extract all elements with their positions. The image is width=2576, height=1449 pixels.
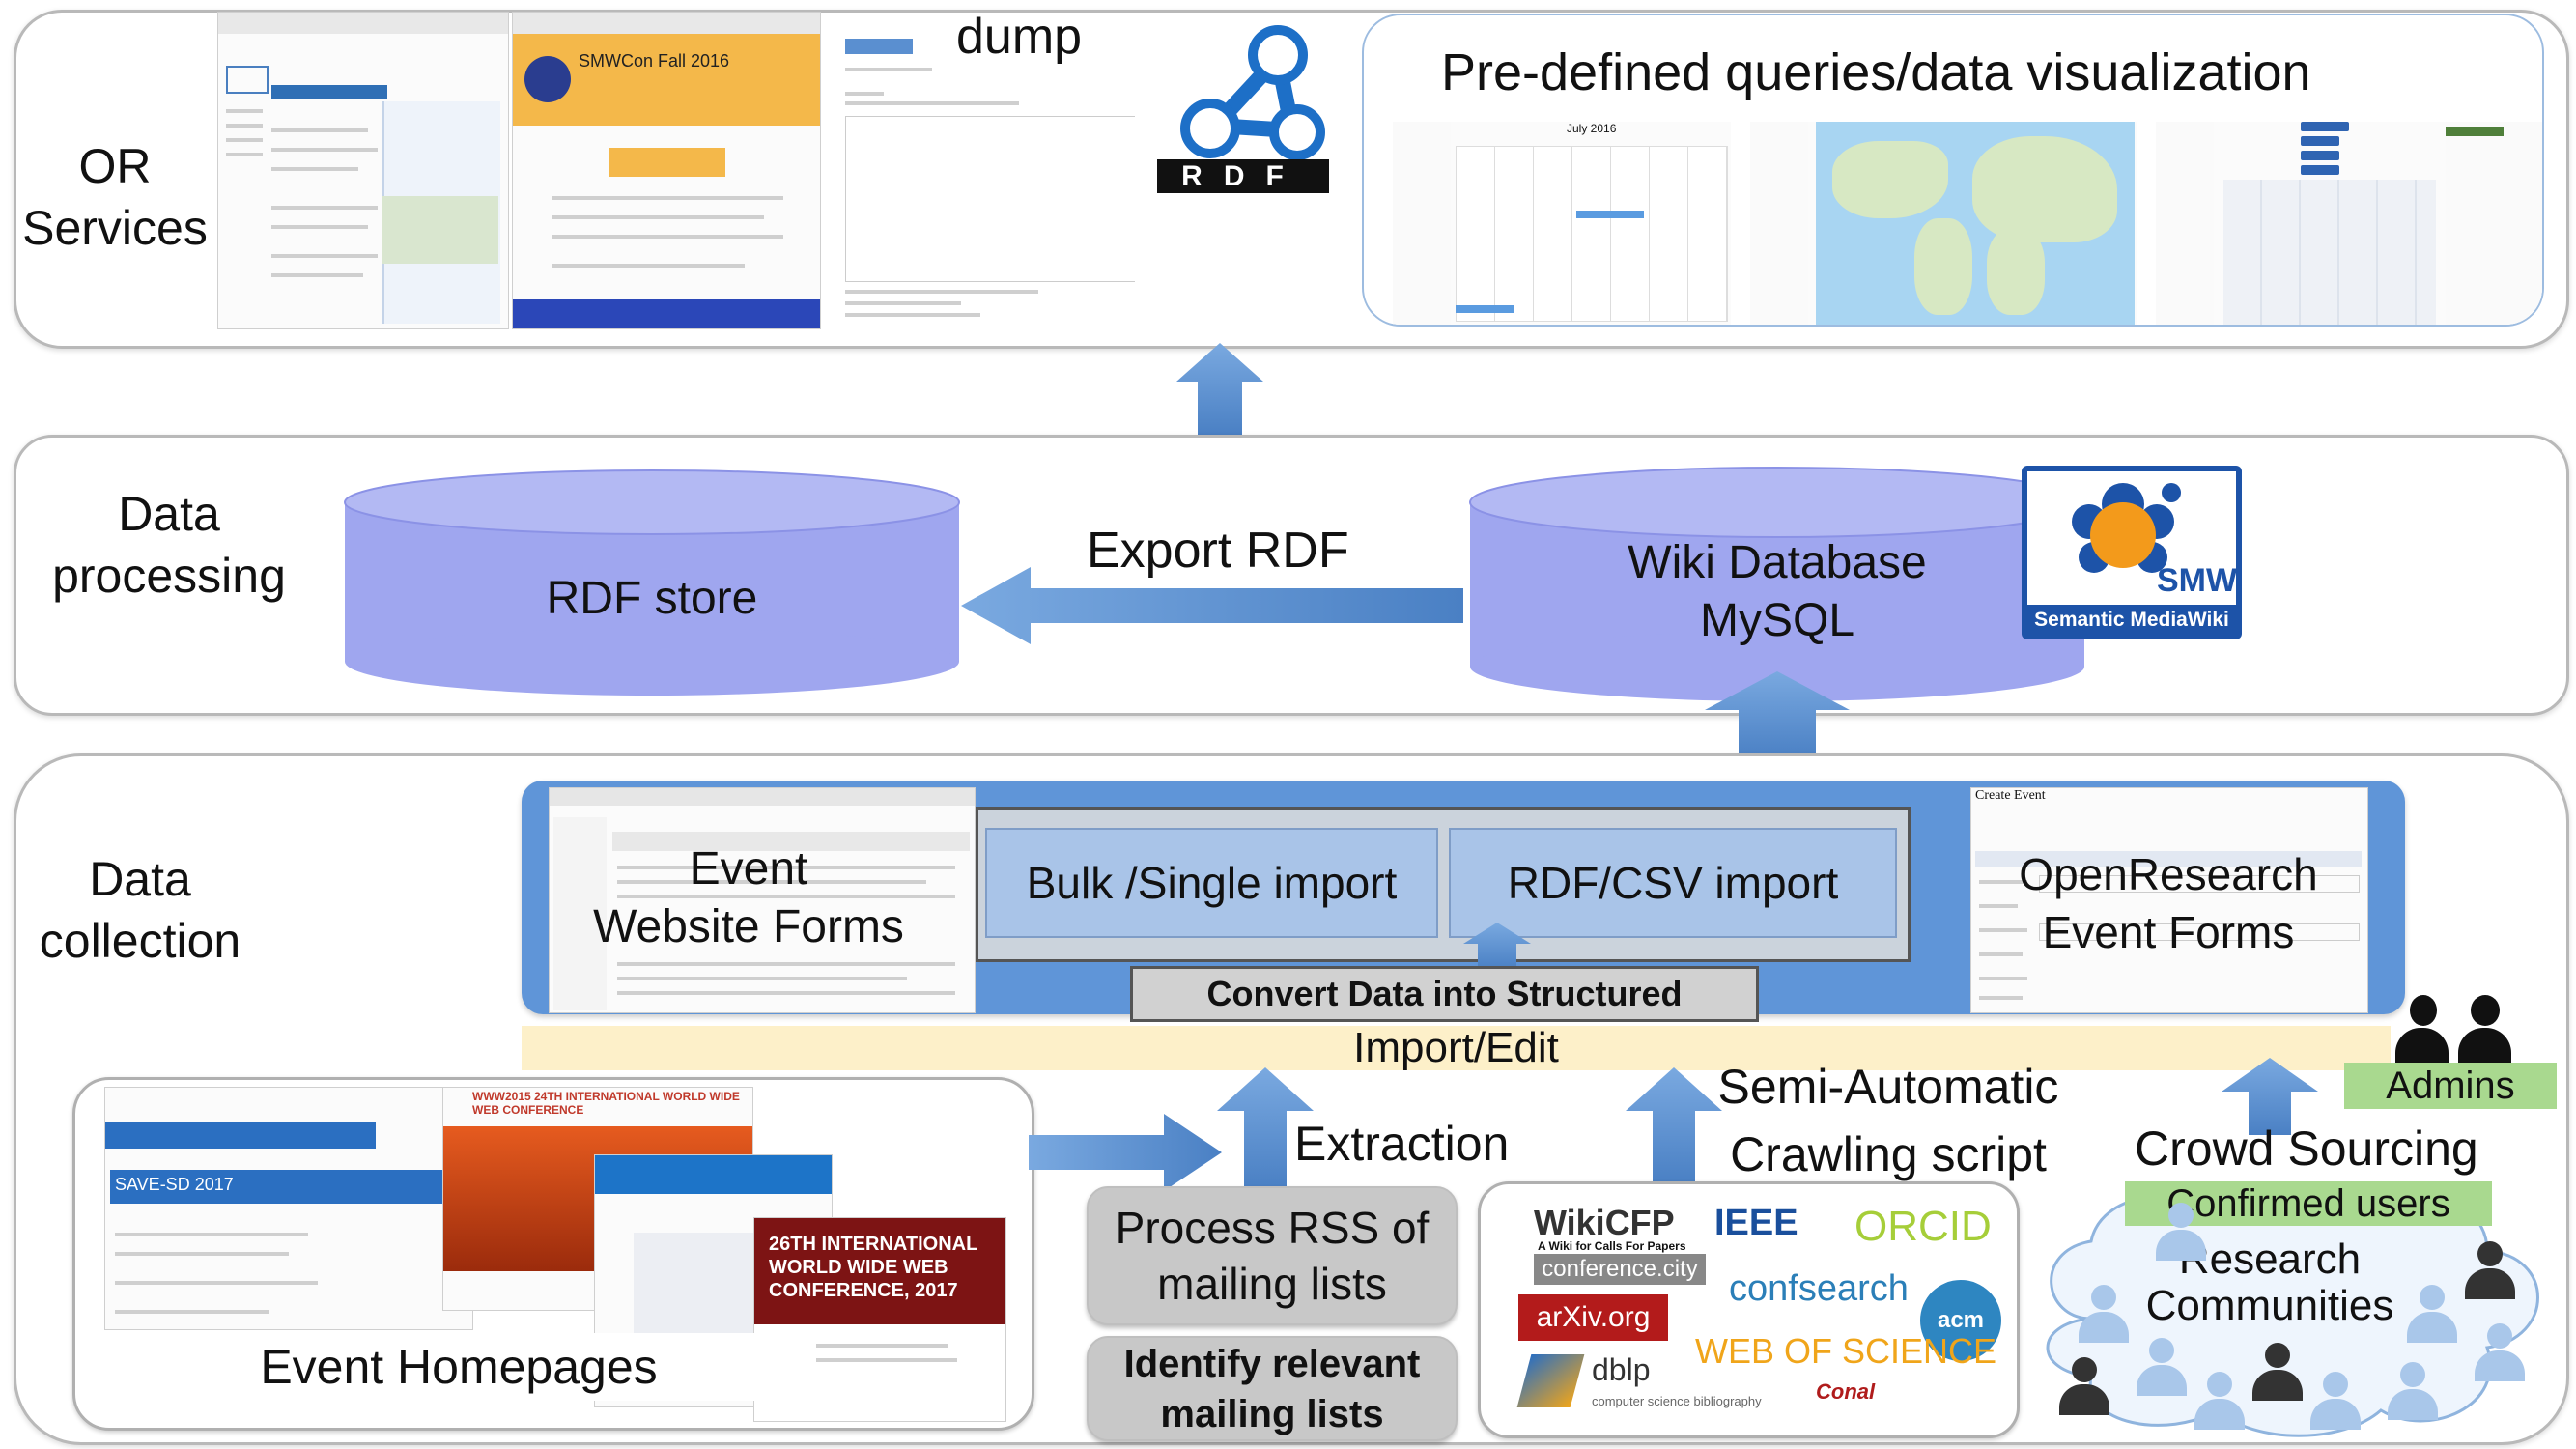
rdf-logo: RDF <box>1157 14 1329 193</box>
dblp-sub: computer science bibliography <box>1592 1394 1762 1408</box>
conference-city-logo: conference.city <box>1534 1254 1706 1285</box>
admins-box: Admins <box>2344 1063 2557 1109</box>
sparql-screenshot <box>845 39 1135 328</box>
extraction-label: Extraction <box>1294 1117 1510 1171</box>
wiki-database-label: Wiki Database MySQL <box>1468 534 2086 650</box>
ieee-logo: IEEE <box>1714 1203 1798 1243</box>
bulk-single-import-box[interactable]: Bulk /Single import <box>985 828 1438 938</box>
crowd-sourcing-label: Crowd Sourcing <box>2135 1122 2478 1176</box>
smw-logo: SMW Semantic MediaWiki <box>2022 466 2242 639</box>
wiki-database-line2: MySQL <box>1699 595 1855 646</box>
event-homepages-label: Event Homepages <box>101 1333 816 1401</box>
smwcon-title: SMWCon Fall 2016 <box>579 51 730 71</box>
openresearch-forms-label: OpenResearch Event Forms <box>2019 849 2318 957</box>
smw-logo-top: SMW <box>2157 562 2238 599</box>
www2015-title: WWW2015 24TH INTERNATIONAL WORLD WIDE WE… <box>472 1090 740 1117</box>
wiki-database-line1: Wiki Database <box>1628 537 1927 588</box>
arrow-convert-up <box>1463 923 1531 969</box>
acm-logo: acm <box>1920 1280 2001 1361</box>
arrow-crawling-up <box>1626 1067 1722 1183</box>
conal-logo: Conal <box>1816 1379 1876 1404</box>
community-person-icon-3 <box>2135 1338 2188 1396</box>
rdf-csv-import-box[interactable]: RDF/CSV import <box>1449 828 1897 938</box>
web-of-science-logo: WEB OF SCIENCE <box>1695 1331 1997 1371</box>
community-person-icon-4 <box>2193 1372 2246 1430</box>
create-event-title: Create Event <box>1975 788 2046 803</box>
admin-person-icon-2 <box>2458 995 2511 1063</box>
dump-label: dump <box>956 9 1083 65</box>
process-rss-box: Process RSS of mailing lists <box>1087 1186 1458 1325</box>
data-processing-label: Data processing <box>52 487 286 603</box>
map-screenshot <box>1750 122 2137 325</box>
smw-logo-bottom: Semantic MediaWiki <box>2034 609 2229 631</box>
import-edit-strip: Import/Edit <box>522 1026 2391 1070</box>
research-communities-label: Research Communities <box>2145 1236 2394 1329</box>
openresearch-event-forms-screenshot: Create Event <box>1970 787 2368 1013</box>
wikicfp-sub: A Wiki for Calls For Papers <box>1538 1239 1686 1253</box>
predefined-queries-title: Pre-defined queries/data visualization <box>1441 43 2311 101</box>
arrow-up-to-database <box>1705 671 1850 758</box>
arrow-homepages-to-extraction <box>1029 1114 1222 1191</box>
wikicfp-logo: WikiCFP <box>1534 1203 1675 1242</box>
data-collection-label: Data collection <box>39 852 241 968</box>
admin-person-icon <box>2395 995 2449 1063</box>
or-services-label: OR Services <box>22 139 208 255</box>
visualization-panel: Pre-defined queries/data visualization J… <box>1362 14 2544 327</box>
arrow-up-to-services <box>1176 343 1263 435</box>
www2017-homepage: 26TH INTERNATIONAL WORLD WIDE WEB CONFER… <box>753 1217 1006 1422</box>
www2017-title: 26TH INTERNATIONAL WORLD WIDE WEB CONFER… <box>769 1234 977 1301</box>
community-person-icon-7 <box>2386 1362 2439 1420</box>
community-person-icon-10 <box>2473 1323 2526 1381</box>
community-person-icon-6 <box>2308 1372 2362 1430</box>
rdf-logo-text: RDF <box>1181 160 1305 192</box>
save-sd-title: SAVE-SD 2017 <box>115 1175 234 1194</box>
calendar-month: July 2016 <box>1567 122 1617 135</box>
community-person-icon-8 <box>2405 1285 2458 1343</box>
community-person-icon-9 <box>2463 1241 2516 1299</box>
export-rdf-arrow <box>961 567 1463 644</box>
smwcon-screenshot: SMWCon Fall 2016 <box>512 12 821 329</box>
community-person-icon-1 <box>2077 1285 2130 1343</box>
dblp-logo: dblp <box>1592 1352 1651 1387</box>
rdf-graph-icon <box>1157 25 1329 193</box>
confsearch-logo: confsearch <box>1729 1268 1909 1309</box>
wiki-database-cylinder <box>1469 467 2085 701</box>
timeline-screenshot <box>2156 122 2542 325</box>
calendar-screenshot: July 2016 <box>1393 122 1731 325</box>
community-person-icon-5 <box>2250 1343 2304 1401</box>
convert-data-box: Convert Data into Structured <box>1130 966 1759 1022</box>
export-rdf-label: Export RDF <box>1087 523 1349 579</box>
community-person-icon-11 <box>2154 1203 2207 1261</box>
semi-automatic-label: Semi-Automatic Crawling script <box>1717 1060 2059 1181</box>
openresearch-screenshot <box>217 12 509 329</box>
arrow-extraction-up <box>1217 1067 1314 1188</box>
event-website-forms-screenshot <box>549 787 976 1013</box>
arxiv-logo: arXiv.org <box>1518 1294 1668 1341</box>
arrow-crowd-up <box>2222 1058 2318 1135</box>
rdf-store-cylinder <box>344 469 960 696</box>
save-sd-homepage: SAVE-SD 2017 <box>104 1087 473 1330</box>
orcid-logo: ORCID <box>1854 1203 1992 1250</box>
identify-lists-box: Identify relevant mailing lists <box>1087 1336 1458 1441</box>
smw-flower-icon <box>2027 471 2236 605</box>
event-website-forms-label: Event Website Forms <box>593 843 904 952</box>
rdf-store-label: RDF store <box>546 573 758 624</box>
community-person-icon-2 <box>2057 1357 2110 1415</box>
